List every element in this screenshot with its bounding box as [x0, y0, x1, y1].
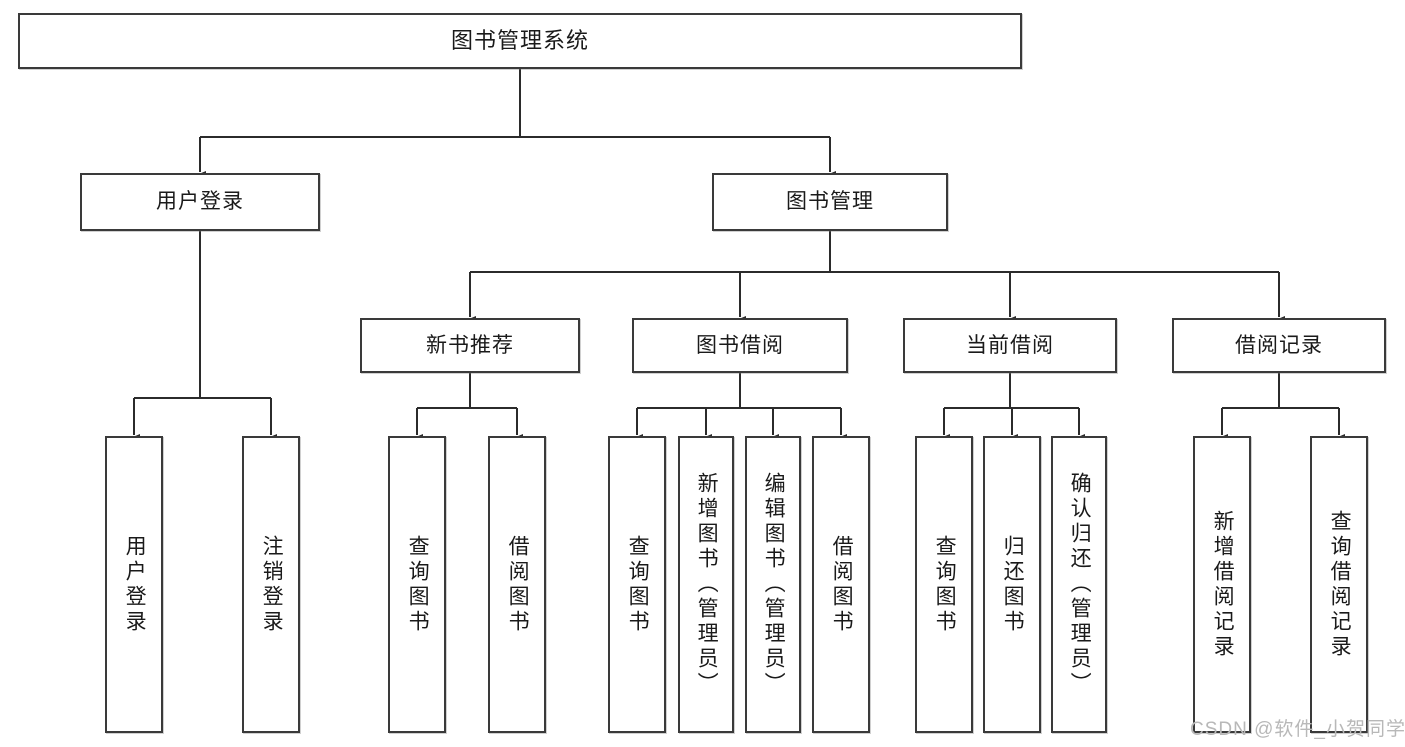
node-label: 图书借阅	[696, 333, 784, 357]
node-label: 用户登录	[156, 190, 244, 214]
node-label: 归还图书	[1001, 534, 1025, 635]
node-leaf-login-2[interactable]: 注销登录	[242, 436, 300, 733]
node-leaf-rec-1[interactable]: 新增借阅记录	[1193, 436, 1251, 733]
node-label: 查询图书	[406, 534, 430, 635]
node-current[interactable]: 当前借阅	[903, 318, 1117, 373]
node-records[interactable]: 借阅记录	[1172, 318, 1386, 373]
node-leaf-bor-1[interactable]: 查询图书	[608, 436, 666, 733]
node-newbook[interactable]: 新书推荐	[360, 318, 580, 373]
node-label: 查询图书	[933, 534, 957, 635]
node-leaf-new-1[interactable]: 查询图书	[388, 436, 446, 733]
node-leaf-cur-1[interactable]: 查询图书	[915, 436, 973, 733]
node-label: 借阅图书	[830, 534, 854, 635]
node-leaf-cur-2[interactable]: 归还图书	[983, 436, 1041, 733]
node-label: 图书管理	[786, 190, 874, 214]
node-leaf-bor-2[interactable]: 新增图书（管理员）	[678, 436, 734, 733]
node-label: 新增借阅记录	[1211, 509, 1235, 660]
node-label: 新增图书（管理员）	[695, 472, 719, 697]
node-label: 编辑图书（管理员）	[762, 472, 786, 697]
node-leaf-login-1[interactable]: 用户登录	[105, 436, 163, 733]
node-label: 借阅图书	[506, 534, 530, 635]
node-label: 借阅记录	[1235, 333, 1323, 357]
node-label: 查询借阅记录	[1328, 509, 1352, 660]
node-label: 新书推荐	[426, 333, 514, 357]
node-leaf-cur-3[interactable]: 确认归还（管理员）	[1051, 436, 1107, 733]
node-bookmgmt[interactable]: 图书管理	[712, 173, 948, 231]
node-leaf-bor-4[interactable]: 借阅图书	[812, 436, 870, 733]
node-label: 图书管理系统	[450, 27, 589, 53]
node-leaf-bor-3[interactable]: 编辑图书（管理员）	[745, 436, 801, 733]
node-login[interactable]: 用户登录	[80, 173, 320, 231]
node-label: 查询图书	[626, 534, 650, 635]
watermark-label: CSDN @软件_小贺同学	[1190, 719, 1405, 740]
edge-paths	[128, 69, 1345, 444]
node-label: 注销登录	[260, 534, 284, 635]
node-leaf-new-2[interactable]: 借阅图书	[488, 436, 546, 733]
node-label: 当前借阅	[966, 333, 1054, 357]
node-root[interactable]: 图书管理系统	[18, 13, 1022, 69]
node-label: 确认归还（管理员）	[1068, 472, 1092, 697]
node-label: 用户登录	[123, 534, 147, 635]
node-leaf-rec-2[interactable]: 查询借阅记录	[1310, 436, 1368, 733]
node-borrow[interactable]: 图书借阅	[632, 318, 848, 373]
